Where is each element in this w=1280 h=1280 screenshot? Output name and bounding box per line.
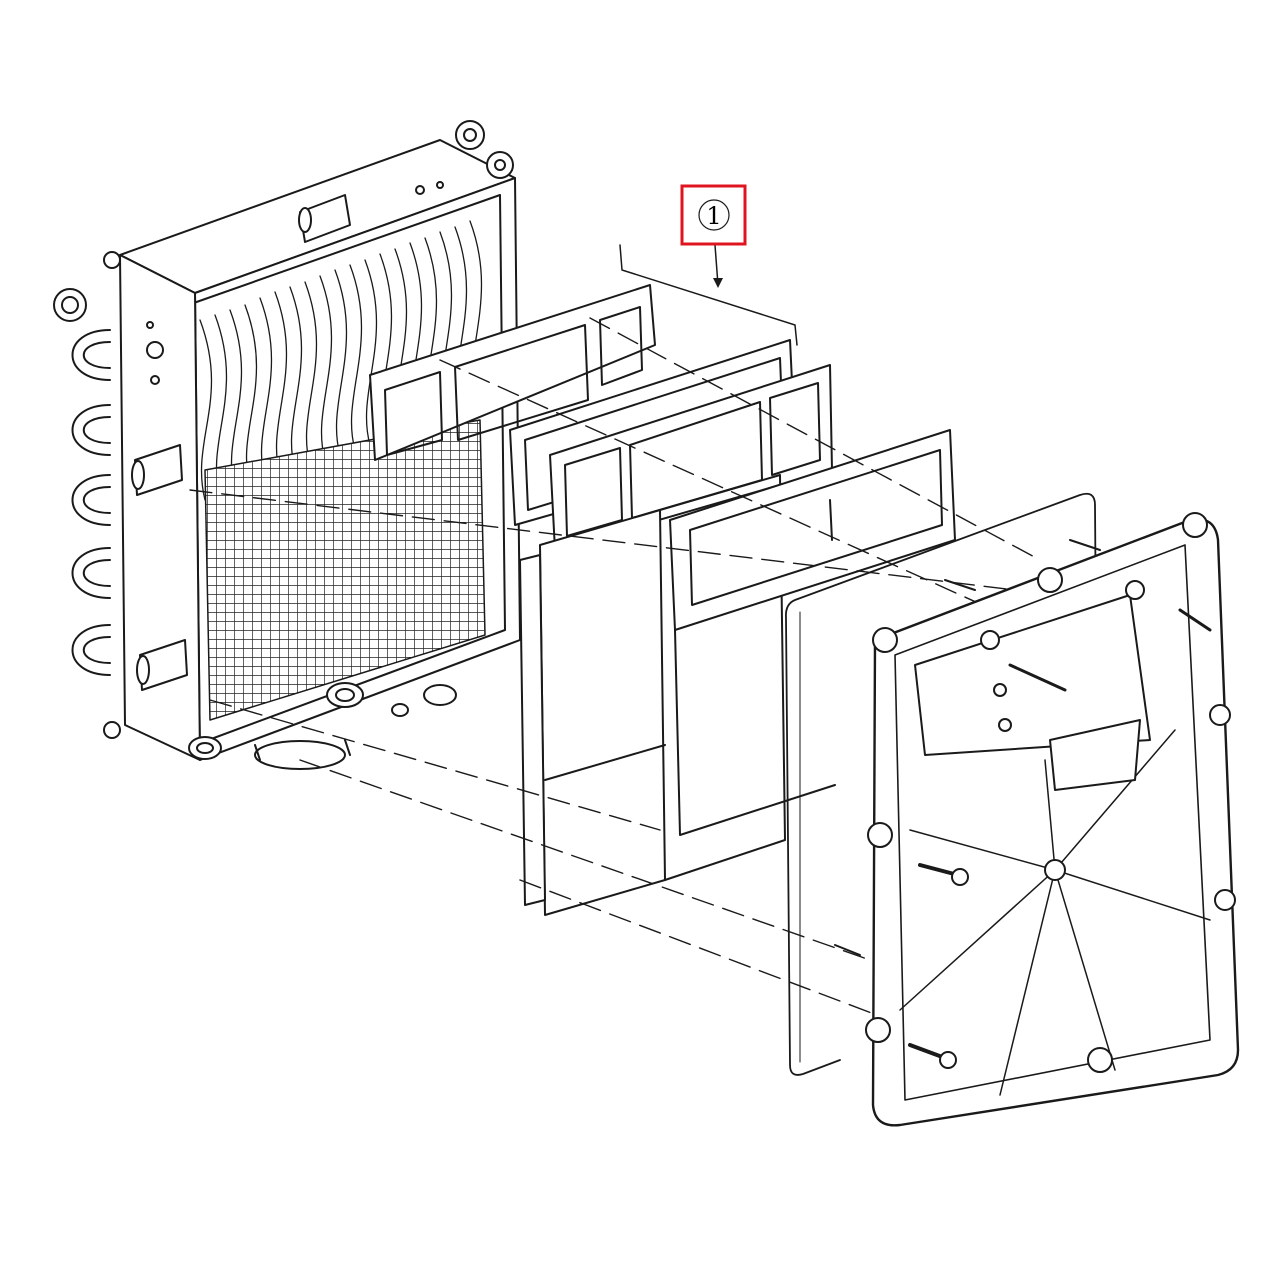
callout-1: 1 bbox=[680, 184, 747, 246]
callout-number: 1 bbox=[706, 202, 721, 230]
radiator-grid bbox=[204, 419, 486, 721]
callout-circle bbox=[698, 199, 730, 231]
seal-gasket bbox=[785, 492, 1099, 1076]
housing-bottom-fittings bbox=[188, 682, 457, 770]
callout-highlight-box bbox=[680, 184, 747, 246]
pipe-loops bbox=[53, 251, 121, 739]
cover-plate bbox=[865, 512, 1240, 1127]
alignment-lines bbox=[189, 317, 1181, 1021]
filter-gasket-set bbox=[369, 244, 956, 916]
